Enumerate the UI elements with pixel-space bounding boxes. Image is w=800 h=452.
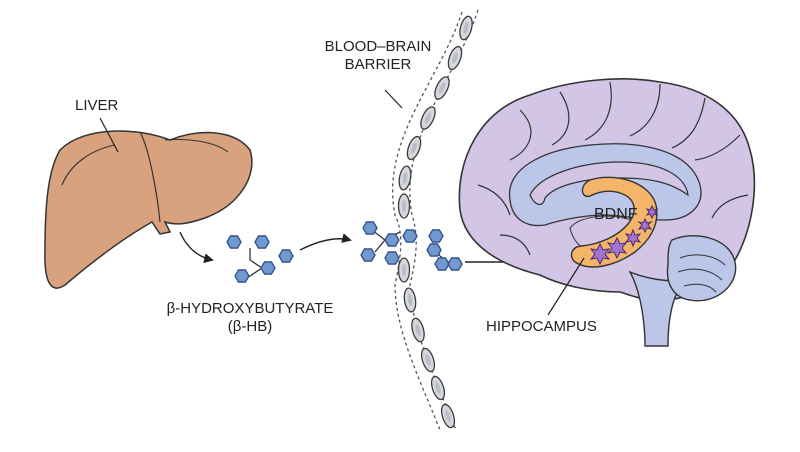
- hippocampus-structure: [570, 176, 658, 268]
- liver-organ: [44, 130, 253, 289]
- liver-label-leader: [99, 117, 119, 153]
- bhb-label-line1: β-HYDROXYBUTYRATE: [166, 300, 334, 317]
- arrow-bhb-to-barrier: [299, 233, 352, 251]
- blood-brain-barrier-label: BLOOD–BRAIN BARRIER: [318, 38, 438, 74]
- bhb-label: β-HYDROXYBUTYRATE (β-HB): [150, 300, 350, 336]
- barrier-label-leader: [384, 89, 403, 109]
- bdnf-stars: [589, 204, 659, 266]
- hippocampus-label-leader: [547, 257, 585, 316]
- bbb-label-line1: BLOOD–BRAIN: [324, 38, 432, 55]
- bhb-label-line2: (β-HB): [227, 318, 273, 335]
- blood-brain-barrier: [392, 9, 479, 431]
- liver-label: LIVER: [75, 97, 119, 114]
- hippocampus-label: HIPPOCAMPUS: [486, 318, 597, 335]
- arrow-liver-to-bhb: [179, 231, 214, 264]
- bbb-label-line2: BARRIER: [344, 56, 412, 73]
- bdnf-label: BDNF: [594, 206, 638, 223]
